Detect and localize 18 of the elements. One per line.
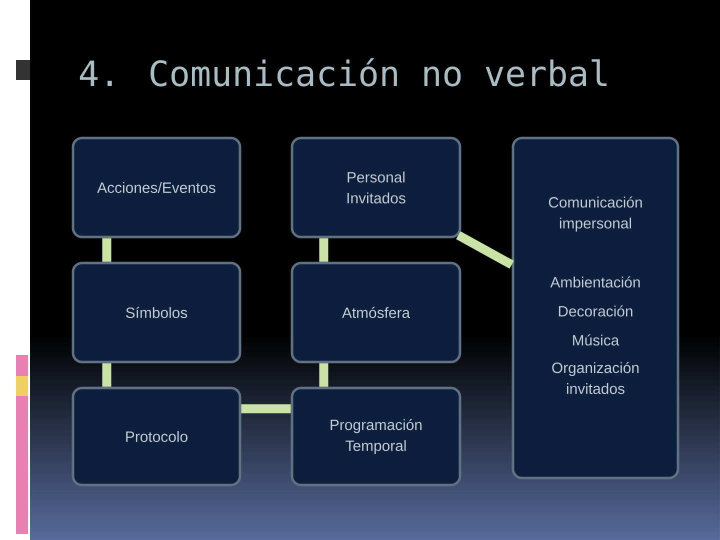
list-item: Decoración <box>558 305 632 317</box>
connector-line <box>319 238 328 262</box>
list-item: Ambientación <box>550 276 640 288</box>
rounded-box: Acciones/Eventos <box>72 136 242 238</box>
list-item: Música <box>573 334 620 346</box>
slide-title: 4. Comunicación no verbal <box>80 58 607 86</box>
box-heading: Comunicación impersonal <box>548 196 642 232</box>
rounded-box: Atmósfera <box>290 262 462 364</box>
list-item: Organización invitados <box>552 362 639 394</box>
rounded-box: Programación Temporal <box>290 386 462 486</box>
connector-line <box>319 363 328 387</box>
connector-line <box>102 363 112 387</box>
connector-line <box>456 231 514 269</box>
connector-line <box>241 404 291 414</box>
rounded-box: Protocolo <box>72 386 242 486</box>
rounded-box: Símbolos <box>72 262 242 364</box>
connector-line <box>102 238 112 262</box>
rounded-box: Personal Invitados <box>290 136 462 238</box>
